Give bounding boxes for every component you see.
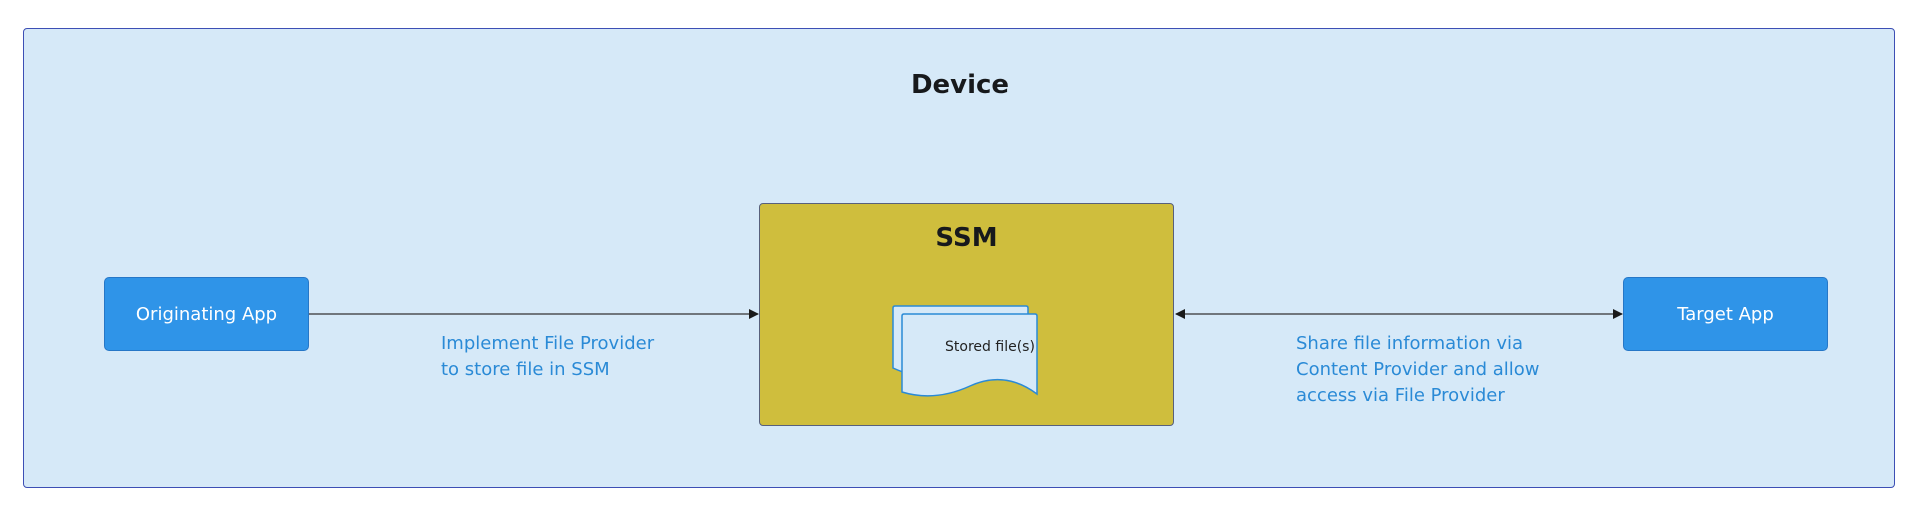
edge-label-ssm-to-target: Share file information via Content Provi… xyxy=(1296,333,1540,406)
target-app-label: Target App xyxy=(1677,303,1774,325)
originating-app-node[interactable]: Originating App xyxy=(104,277,309,351)
device-title: Device xyxy=(910,70,1010,100)
edge-label-originating-to-ssm: Implement File Provider to store file in… xyxy=(441,333,655,380)
stored-files-label: Stored file(s) xyxy=(945,339,1035,355)
target-app-node[interactable]: Target App xyxy=(1623,277,1828,351)
ssm-node[interactable]: SSM Stored file(s) xyxy=(759,203,1174,426)
ssm-title: SSM xyxy=(935,223,998,253)
stored-files-icon xyxy=(892,305,1038,397)
originating-app-label: Originating App xyxy=(135,303,278,325)
